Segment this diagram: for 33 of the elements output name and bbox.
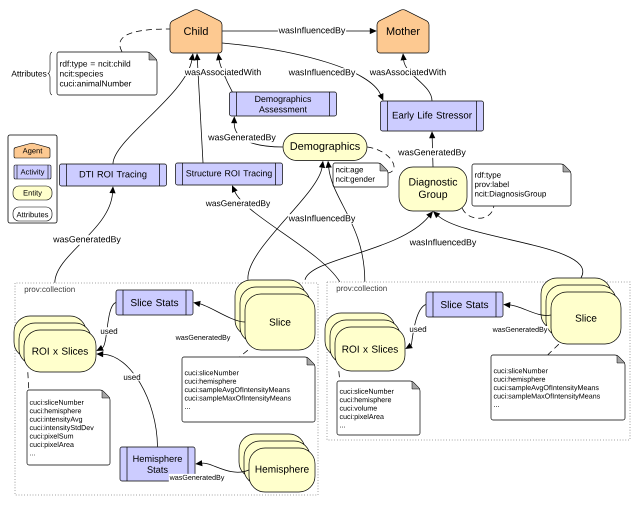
leader-line: [366, 146, 394, 174]
activity-box: DTI ROI Tracing: [59, 164, 167, 186]
leader-line: [547, 344, 560, 356]
activity-box: Slice Stats: [426, 292, 504, 318]
entity-stack: Slice: [234, 280, 316, 350]
edge-label: wasInfluencedBy: [288, 68, 356, 78]
leader-line: [120, 28, 170, 52]
activity-box: Early Life Stressor: [380, 100, 484, 132]
edge-label: wasInfluencedBy: [288, 214, 356, 224]
edge-label: wasGeneratedBy: [397, 148, 467, 158]
agent-house: Child: [170, 9, 222, 54]
activity-box: Demographics Assessment: [229, 92, 337, 116]
entity-stack: ROI x Slices: [324, 312, 406, 372]
leader-line: [462, 206, 494, 219]
brace-label: Attributes: [11, 70, 46, 77]
leader-line: [239, 350, 248, 358]
edge-label: wasGeneratedBy: [207, 133, 277, 143]
arrow: [433, 211, 584, 278]
entity-box: Diagnostic Group: [398, 166, 468, 212]
edge-label: wasInfluencedBy: [278, 26, 346, 36]
entity-box: Demographics: [282, 133, 368, 161]
entity-stack: Hemisphere: [238, 434, 316, 492]
edge-label: wasGeneratedBy: [204, 199, 272, 209]
leader-line: [27, 372, 30, 390]
activity-box: Slice Stats: [116, 290, 194, 316]
edge-label: wasInfluencedBy: [408, 238, 478, 248]
edge-label: wasAssociatedWith: [184, 68, 262, 76]
edge-label: wasAssociatedWith: [368, 68, 448, 76]
entity-stack: ROI x Slices: [14, 316, 96, 372]
attribute-note: rdf:type = ncit:child ncit:species cuci:animalNumber: [56, 52, 158, 96]
edge-label: wasGeneratedBy: [52, 235, 122, 245]
activity-box: Structure ROI Tracing: [175, 162, 283, 186]
agent-house: Mother: [376, 9, 430, 54]
